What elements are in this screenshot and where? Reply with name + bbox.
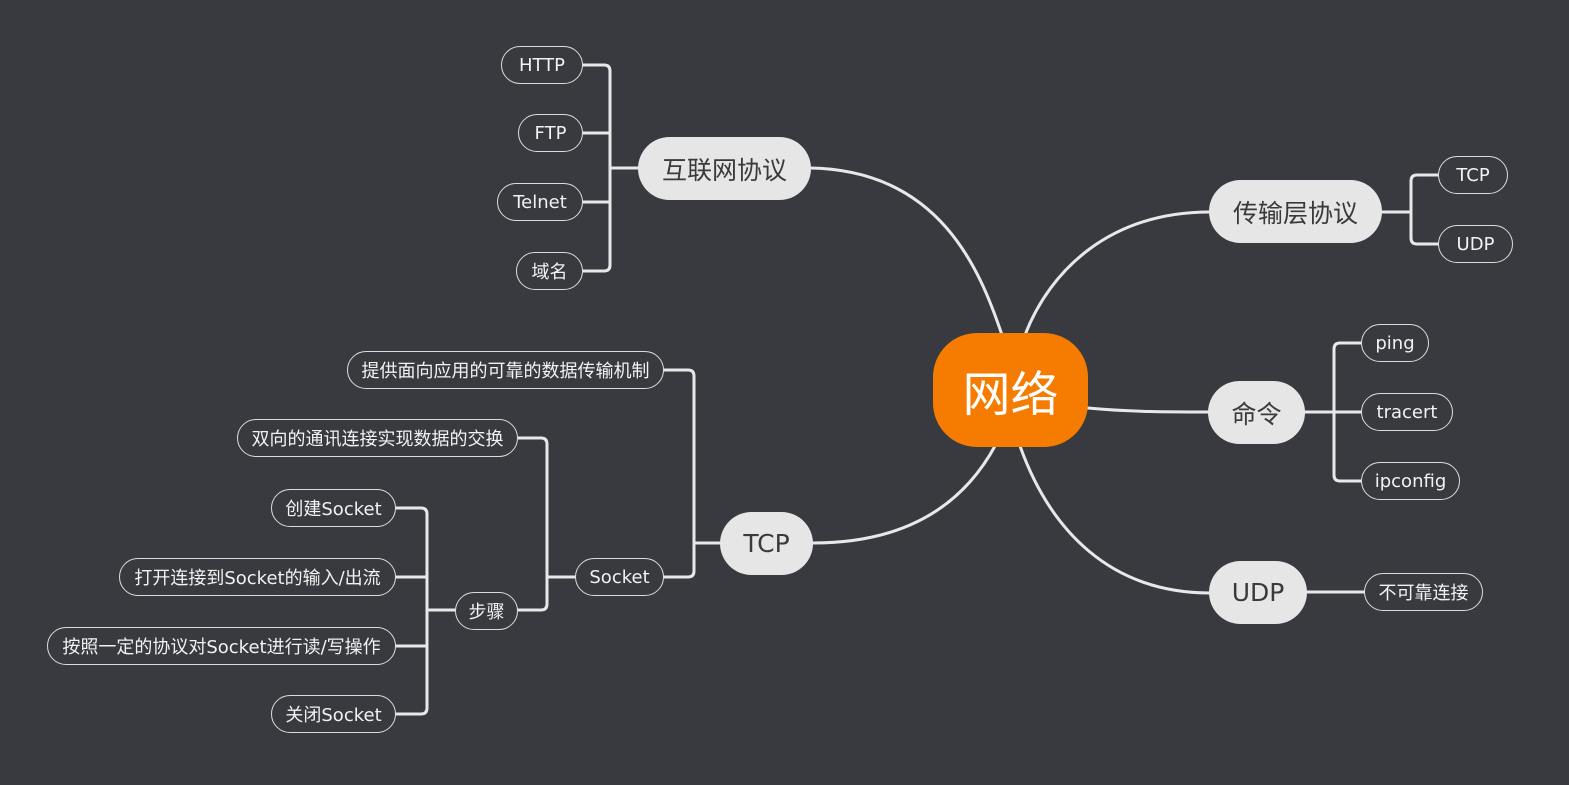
link-command-bracket bbox=[1303, 341, 1363, 483]
link-transport-bracket bbox=[1380, 173, 1440, 246]
leaf-reliable-transport[interactable]: 提供面向应用的可靠的数据传输机制 bbox=[347, 351, 664, 389]
leaf-http[interactable]: HTTP bbox=[501, 46, 583, 84]
link-socket-bracket bbox=[516, 436, 577, 612]
leaf-transport-udp[interactable]: UDP bbox=[1438, 225, 1513, 263]
link-steps-bracket bbox=[394, 506, 457, 716]
leaf-two-way-communication[interactable]: 双向的通讯连接实现数据的交换 bbox=[237, 419, 518, 457]
link-root-transport bbox=[1023, 210, 1212, 337]
leaf-ping[interactable]: ping bbox=[1361, 324, 1429, 362]
step-create-socket[interactable]: 创建Socket bbox=[271, 489, 396, 527]
leaf-unreliable-connection[interactable]: 不可靠连接 bbox=[1364, 573, 1483, 611]
leaf-tracert[interactable]: tracert bbox=[1361, 393, 1453, 431]
root-node[interactable]: 网络 bbox=[933, 333, 1088, 447]
branch-udp[interactable]: UDP bbox=[1209, 561, 1307, 624]
branch-internet-protocol[interactable]: 互联网协议 bbox=[638, 137, 811, 200]
leaf-transport-tcp[interactable]: TCP bbox=[1438, 156, 1508, 194]
leaf-telnet[interactable]: Telnet bbox=[497, 183, 583, 221]
step-read-write[interactable]: 按照一定的协议对Socket进行读/写操作 bbox=[47, 627, 396, 665]
leaf-ipconfig[interactable]: ipconfig bbox=[1361, 462, 1460, 500]
leaf-ftp[interactable]: FTP bbox=[518, 114, 583, 152]
node-steps[interactable]: 步骤 bbox=[455, 592, 518, 630]
branch-tcp[interactable]: TCP bbox=[720, 512, 813, 575]
branch-transport-protocol[interactable]: 传输层协议 bbox=[1209, 180, 1382, 243]
step-close-socket[interactable]: 关闭Socket bbox=[271, 695, 396, 733]
node-socket[interactable]: Socket bbox=[575, 558, 664, 596]
step-open-stream[interactable]: 打开连接到Socket的输入/出流 bbox=[119, 558, 396, 596]
link-root-internet bbox=[808, 166, 1004, 337]
link-internet-bracket bbox=[581, 63, 640, 273]
leaf-domain[interactable]: 域名 bbox=[516, 252, 583, 290]
link-tcp-bracket bbox=[662, 368, 722, 579]
link-root-tcp bbox=[811, 444, 997, 545]
branch-command[interactable]: 命令 bbox=[1208, 381, 1305, 444]
link-root-command bbox=[1086, 406, 1210, 414]
link-root-udp bbox=[1018, 444, 1212, 595]
